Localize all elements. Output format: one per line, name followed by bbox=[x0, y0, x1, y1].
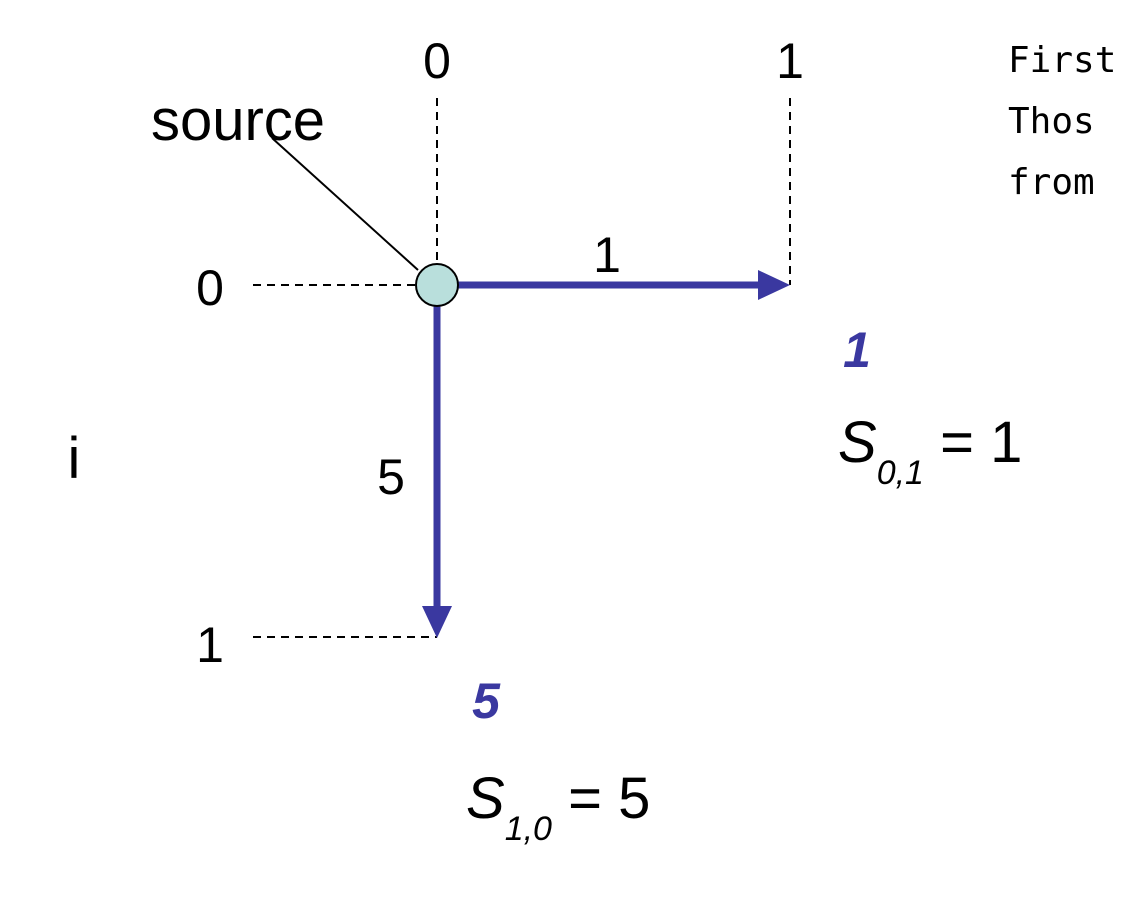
row-label-0: 0 bbox=[196, 260, 224, 316]
distance-node-1-0: 5 bbox=[472, 673, 501, 729]
score-s10-value: 5 bbox=[618, 766, 650, 831]
source-node bbox=[415, 263, 459, 307]
side-note-line-2: Thos bbox=[1008, 101, 1095, 142]
score-s10-equals: = bbox=[552, 766, 618, 831]
side-note-line-1: First bbox=[1008, 40, 1116, 81]
column-label-0: 0 bbox=[423, 33, 451, 89]
score-s01-value: 1 bbox=[990, 410, 1022, 475]
row-label-1: 1 bbox=[196, 617, 224, 673]
score-s01-subscript: 0,1 bbox=[877, 454, 924, 492]
score-s10-symbol: S bbox=[466, 766, 505, 831]
source-label: source bbox=[151, 88, 325, 153]
edge-down-weight: 5 bbox=[377, 449, 405, 505]
edge-right-weight: 1 bbox=[593, 227, 621, 283]
score-s10: S1,0 = 5 bbox=[466, 766, 650, 848]
edge-down-arrowhead bbox=[422, 606, 452, 638]
edge-right-arrowhead bbox=[758, 270, 790, 300]
score-s10-subscript: 1,0 bbox=[505, 810, 552, 848]
source-pointer bbox=[271, 137, 419, 271]
column-label-1: 1 bbox=[776, 33, 804, 89]
distance-node-0-1: 1 bbox=[843, 322, 871, 378]
side-note-line-3: from bbox=[1008, 162, 1095, 203]
row-axis-label: i bbox=[68, 426, 81, 491]
score-s01-equals: = bbox=[924, 410, 990, 475]
score-s01: S0,1 = 1 bbox=[838, 410, 1022, 492]
score-s01-symbol: S bbox=[838, 410, 877, 475]
